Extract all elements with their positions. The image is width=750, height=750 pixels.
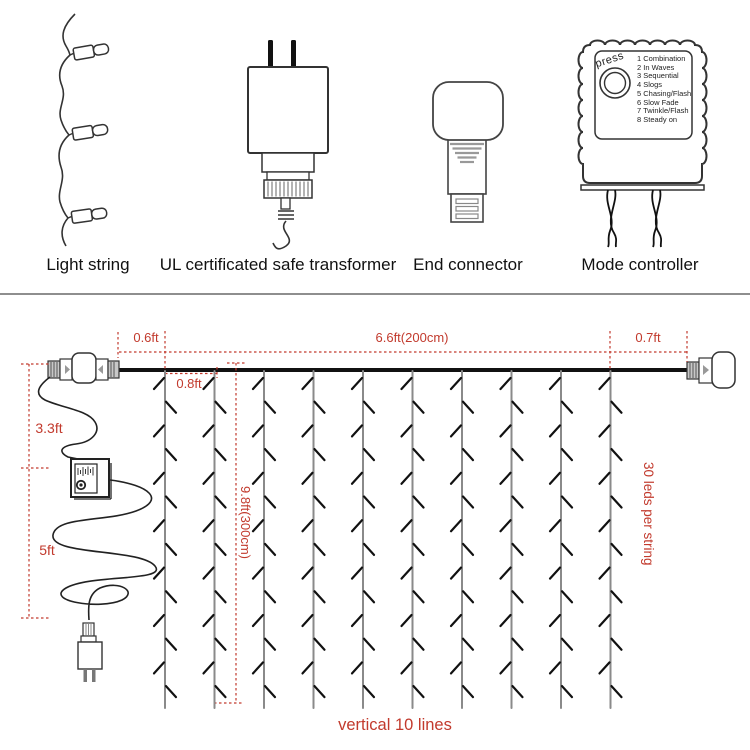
measure-hang-left: 0.6ft [133, 330, 159, 345]
measure-drop-height: 9.8ft(300cm) [238, 486, 253, 559]
mode-item: 4 Slogs [637, 80, 663, 90]
mode-controller-graphic [577, 39, 708, 248]
end-connector-label: End connector [413, 255, 523, 274]
curtain-diagram [0, 293, 750, 709]
mode-controller-label: Mode controller [581, 255, 699, 274]
measure-drop-spacing: 0.8ft [176, 376, 202, 391]
mode-item: 6 Slow Fade [637, 97, 679, 107]
transformer-label: UL certificated safe transformer [159, 255, 397, 274]
measure-lines-count: vertical 10 lines [338, 716, 452, 734]
mode-item: 3 Sequential [637, 71, 679, 81]
measure-lead-lower: 5ft [39, 542, 55, 558]
transformer-graphic [247, 40, 329, 250]
end-connector-graphic [432, 81, 504, 223]
led-bulb [69, 43, 110, 61]
measurement-lines [21, 331, 688, 704]
mode-item: 2 In Waves [637, 62, 675, 72]
right-end-connector [686, 351, 736, 389]
light-string-graphic [58, 13, 110, 247]
mode-list: 1 Combination 2 In Waves 3 Sequential 4 … [637, 54, 692, 125]
measure-total-width: 6.6ft(200cm) [375, 330, 449, 345]
wall-plug [77, 622, 103, 682]
led-bulb [67, 207, 108, 224]
connector-slots [455, 198, 479, 220]
measure-lead-upper: 3.3ft [35, 420, 63, 436]
measure-hang-right: 0.7ft [635, 330, 661, 345]
mode-item: 8 Steady on [637, 114, 678, 124]
controller-base [580, 184, 705, 191]
mode-item: 7 Twinkle/Flash [637, 106, 689, 116]
measure-leds-per-string: 30 leds per string [641, 462, 656, 566]
led-bulb [68, 123, 109, 141]
controller-wires [606, 189, 663, 248]
mode-item: 1 Combination [637, 54, 686, 63]
plug-prong [291, 40, 296, 68]
inline-controller-box [70, 458, 112, 500]
light-string-label: Light string [46, 255, 130, 274]
left-connector [47, 352, 120, 384]
power-lead [37, 376, 158, 682]
curtain-strings [152, 370, 623, 709]
connector-ribs [450, 142, 484, 164]
plug-prong [268, 40, 273, 68]
mode-item: 5 Chasing/Flash [637, 88, 692, 98]
component-mode-controller: press 1 Combination 2 In Waves 3 Sequent… [575, 35, 710, 250]
